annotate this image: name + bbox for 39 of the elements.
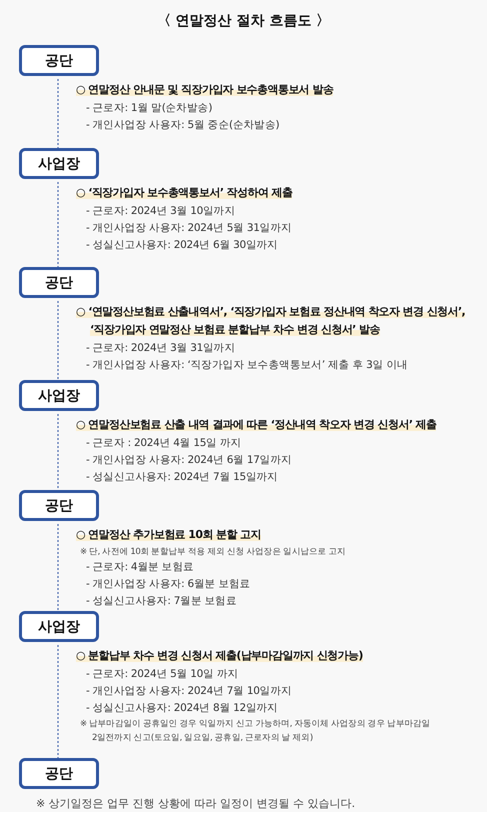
deadline-item: - 개인사업장 사용자: 2024년 5월 31일까지	[86, 221, 293, 236]
connector-line	[57, 79, 59, 148]
deadline-item: - 개인사업장 사용자: 2024년 7월 10일까지	[86, 684, 293, 699]
step-heading: ○ 연말정산 안내문 및 직장가입자 보수총액통보서 발송	[76, 82, 334, 98]
step-heading: ○ ‘직장가입자 보수총액통보서’ 작성하여 제출	[76, 185, 294, 201]
step-heading: ○ 연말정산 추가보험료 10회 분할 고지	[76, 527, 262, 543]
deadline-item: - 근로자: 1월 말(순차발송)	[86, 101, 214, 116]
deadline-item: - 성실신고사용자: 2024년 6월 30일까지	[86, 238, 279, 253]
deadline-item: - 성실신고사용자: 2024년 7월 15일까지	[86, 470, 279, 485]
stage-box: 공단	[19, 490, 99, 521]
stage-box: 사업장	[19, 148, 99, 179]
deadline-item: - 근로자: 2024년 3월 31일까지	[86, 341, 236, 356]
connector-line	[57, 524, 59, 611]
stage-box: 사업장	[19, 611, 99, 642]
deadline-item: - 개인사업장 사용자: ‘직장가입자 보수총액통보서’ 제출 후 3일 이내	[86, 358, 409, 373]
deadline-item: - 근로자 : 2024년 4월 15일 까지	[86, 436, 242, 451]
step-heading: ○ 연말정산보험료 산출 내역 결과에 따른 ‘정산내역 착오자 변경 신청서’ 제출	[76, 417, 438, 433]
deadline-item: - 개인사업장 사용자: 2024년 6월 17일까지	[86, 453, 293, 468]
stage-box: 공단	[19, 758, 99, 789]
deadline-item: - 개인사업장 사용자: 5월 중순(순차발송)	[86, 118, 280, 133]
deadline-item: - 근로자: 2024년 3월 10일까지	[86, 204, 236, 219]
deadline-item: - 성실신고사용자: 2024년 8월 12일까지	[86, 701, 279, 716]
step-heading: ○ 분할납부 차수 변경 신청서 제출(납부마감일까지 신청가능)	[76, 648, 364, 664]
stage-box: 사업장	[19, 380, 99, 411]
title: 〈 연말정산 절차 흐름도 〉	[156, 12, 332, 30]
footnote: ※ 상기일정은 업무 진행 상황에 따라 일정이 변경될 수 있습니다.	[36, 796, 356, 811]
deadline-item: - 성실신고사용자: 7월분 보험료	[86, 594, 238, 609]
step-heading: ○ ‘연말정산보험료 산출내역서’, ‘직장가입자 보험료 정산내역 착오자 변경 신청서’, ‘직장가입자 연말정산 보험료 분할납부 차수 변경 신청서’ 발송	[76, 304, 466, 338]
connector-line	[57, 414, 59, 490]
deadline-item: - 개인사업장 사용자: 6월분 보험료	[86, 577, 252, 592]
note-text: ※ 납부마감일이 공휴일인 경우 익일까지 신고 가능하며, 자동이체 사업장의 경우 납부마감일 2일전까지 신고(토요일, 일요일, 공휴일, 근로자의 날 제외)	[80, 718, 432, 745]
stage-box: 공단	[19, 267, 99, 298]
connector-line	[57, 301, 59, 380]
deadline-item: - 근로자: 4월분 보험료	[86, 560, 195, 575]
note-text: ※ 단, 사전에 10회 분할납부 적용 제외 신청 사업장은 일시납으로 고지	[80, 546, 347, 559]
connector-line	[57, 182, 59, 267]
connector-line	[57, 645, 59, 758]
deadline-item: - 근로자: 2024년 5월 10일 까지	[86, 667, 240, 682]
stage-box: 공단	[19, 45, 99, 76]
